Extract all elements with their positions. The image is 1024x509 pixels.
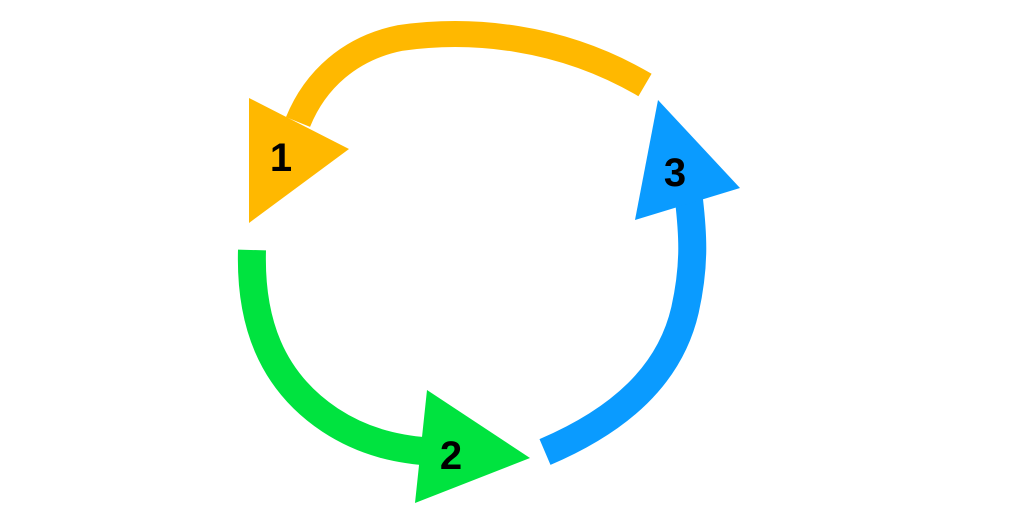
arrow-3-shaft	[539, 198, 707, 465]
arrow-3-head	[635, 100, 740, 220]
arrow-1-head	[249, 98, 349, 223]
step-1-number: 1	[270, 136, 292, 180]
arrow-step-1: 1	[249, 21, 652, 223]
arrow-1-shaft	[285, 21, 652, 128]
arrow-step-3: 3	[539, 100, 740, 465]
arrow-2-head	[415, 390, 530, 503]
step-2-number: 2	[440, 434, 462, 478]
arrow-2-shaft	[237, 249, 436, 466]
arrow-step-2: 2	[237, 249, 530, 503]
step-3-number: 3	[664, 151, 686, 195]
